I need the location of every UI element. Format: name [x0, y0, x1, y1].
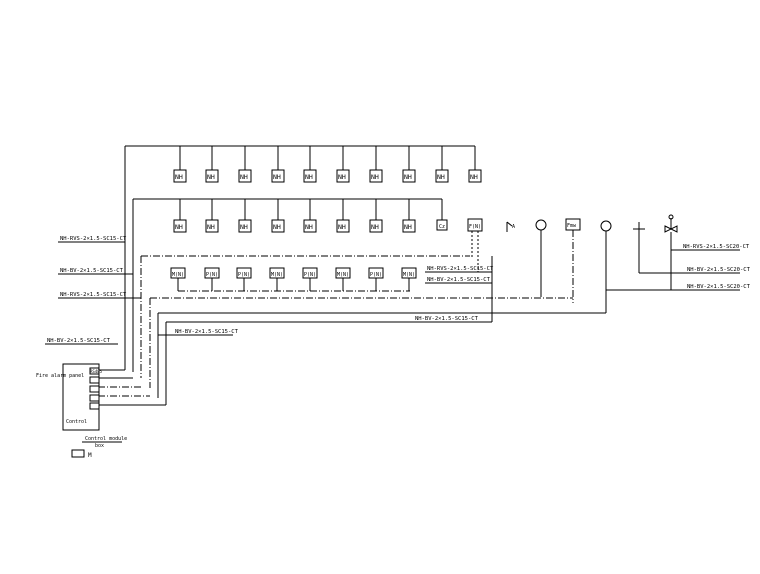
- flow-switch-icon: [600, 220, 612, 232]
- module-row3: M(N): [269, 267, 285, 291]
- nh-detector-label: NH: [437, 173, 445, 181]
- row2-detectors: NH NH NH NH NH NH NH NH: [173, 199, 416, 233]
- cable-label-right-mid: NH-BV-2×1.5-SC20-CT: [687, 267, 751, 273]
- panel-terminal-2: [89, 376, 100, 384]
- extra-devices: Cz F(N) A Fmw: [436, 214, 678, 313]
- row2-bus: [132, 198, 443, 372]
- row3-modules: M(N) P(N) P(N) M(N) P(N) M(N) P(N) M(N): [170, 267, 417, 291]
- nh-detector-row2: NH: [336, 199, 350, 233]
- module-row3: P(N): [204, 267, 220, 291]
- nh-detector-label: NH: [175, 223, 183, 231]
- nh-detector-row2: NH: [238, 199, 252, 233]
- panel-terminal-5: [89, 402, 100, 410]
- nh-detector-row1: NH: [303, 146, 317, 183]
- cable-labels: NH-RVS-2×1.5-SC15-CT NH-BV-2×1.5-SC15-CT…: [45, 236, 751, 345]
- cable-label-lower-run: NH-BV-2×1.5-SC15-CT: [175, 329, 239, 335]
- module-label: P(N): [206, 272, 218, 278]
- panel-bottom-label: Control: [66, 419, 87, 425]
- nh-detector-label: NH: [207, 173, 215, 181]
- fn-device-label: F(N): [469, 224, 481, 230]
- nh-detector-label: NH: [371, 173, 379, 181]
- fn-device: [467, 218, 483, 232]
- module-row3: P(N): [302, 267, 318, 291]
- nh-detector-label: NH: [207, 223, 215, 231]
- nh-detector-row1: NH: [369, 146, 383, 183]
- module-label: M(N): [172, 272, 184, 278]
- nh-detector-label: NH: [240, 173, 248, 181]
- a-device-label: A: [512, 224, 515, 230]
- nh-detector-label: NH: [273, 223, 281, 231]
- nh-detector-row1: NH: [173, 146, 187, 183]
- module-label: P(N): [304, 272, 316, 278]
- module-label: P(N): [238, 272, 250, 278]
- cable-label-panel-feed: NH-BV-2×1.5-SC15-CT: [47, 338, 111, 344]
- module-row3: M(N): [401, 267, 417, 291]
- panel-terminal-1-label: RS485: [90, 369, 103, 374]
- fmw-device-label: Fmw: [567, 223, 577, 229]
- panel-feeds: [98, 369, 166, 406]
- nh-detector-row2: NH: [303, 199, 317, 233]
- module-label: M(N): [337, 272, 349, 278]
- module-row3: P(N): [236, 267, 252, 291]
- panel-terminal-4: [89, 394, 100, 402]
- cable-label-center-1: NH-RVS-2×1.5-SC15-CT: [427, 266, 494, 272]
- nh-detector-label: NH: [404, 223, 412, 231]
- cable-label-center-2: NH-BV-2×1.5-SC15-CT: [427, 277, 491, 283]
- nh-detector-row1: NH: [336, 146, 350, 183]
- nh-detector-label: NH: [273, 173, 281, 181]
- cable-label-right-top: NH-RVS-2×1.5-SC20-CT: [683, 244, 750, 250]
- panel-terminal-1: [89, 367, 100, 375]
- module-label: M(N): [271, 272, 283, 278]
- nh-detector-row2: NH: [369, 199, 383, 233]
- nh-detector-label: NH: [305, 173, 313, 181]
- panel-side-label: Fire alarm panel: [36, 373, 84, 379]
- nh-detector-label: NH: [338, 223, 346, 231]
- nh-detector-label: NH: [305, 223, 313, 231]
- cable-label-left-low: NH-RVS-2×1.5-SC15-CT: [60, 292, 127, 298]
- nh-detector-row1: NH: [238, 146, 252, 183]
- nh-detector-label: NH: [240, 223, 248, 231]
- module-row3: M(N): [335, 267, 351, 291]
- valve-icon: [664, 225, 678, 233]
- legend-note-line2: box: [95, 443, 104, 449]
- nh-detector-row2: NH: [271, 199, 285, 233]
- cable-label-left-mid: NH-BV-2×1.5-SC15-CT: [60, 268, 124, 274]
- nh-detector-row1: NH: [205, 146, 219, 183]
- cable-label-left-top: NH-RVS-2×1.5-SC15-CT: [60, 236, 127, 242]
- nh-detector-row2: NH: [173, 199, 187, 233]
- nh-detector-row1: NH: [271, 146, 285, 183]
- cz-device: [436, 219, 448, 231]
- nh-detector-row2: NH: [205, 199, 219, 233]
- cable-label-right-low: NH-BV-2×1.5-SC20-CT: [687, 284, 751, 290]
- nh-detector-label: NH: [470, 173, 478, 181]
- row1-detectors: NH NH NH NH NH NH NH NH NH NH: [173, 146, 482, 183]
- control-panel: RS485 Fire alarm panel Control: [36, 363, 103, 431]
- nh-detector-row1: NH: [468, 146, 482, 183]
- module-label: P(N): [370, 272, 382, 278]
- row3-bus: [140, 255, 573, 388]
- cable-label-bottom-run: NH-BV-2×1.5-SC15-CT: [415, 316, 479, 322]
- nh-detector-label: NH: [371, 223, 379, 231]
- legend-text: M: [88, 452, 92, 459]
- panel-terminal-3: [89, 385, 100, 393]
- nh-detector-label: NH: [338, 173, 346, 181]
- nh-detector-label: NH: [404, 173, 412, 181]
- cz-device-label: Cz: [439, 224, 445, 230]
- legend-module-box: [71, 449, 85, 458]
- legend-note-line1: Control module: [85, 436, 127, 442]
- module-row3: M(N): [170, 267, 186, 291]
- bottom-run: [157, 249, 740, 405]
- module-label: M(N): [403, 272, 415, 278]
- nh-detector-row2: NH: [402, 199, 416, 233]
- module-row3: P(N): [368, 267, 384, 291]
- nh-detector-label: NH: [175, 173, 183, 181]
- legend: Control module box M: [71, 436, 127, 459]
- nh-detector-row1: NH: [402, 146, 416, 183]
- speaker-icon: [535, 219, 547, 231]
- nh-detector-row1: NH: [435, 146, 449, 183]
- row1-bus: [124, 145, 475, 370]
